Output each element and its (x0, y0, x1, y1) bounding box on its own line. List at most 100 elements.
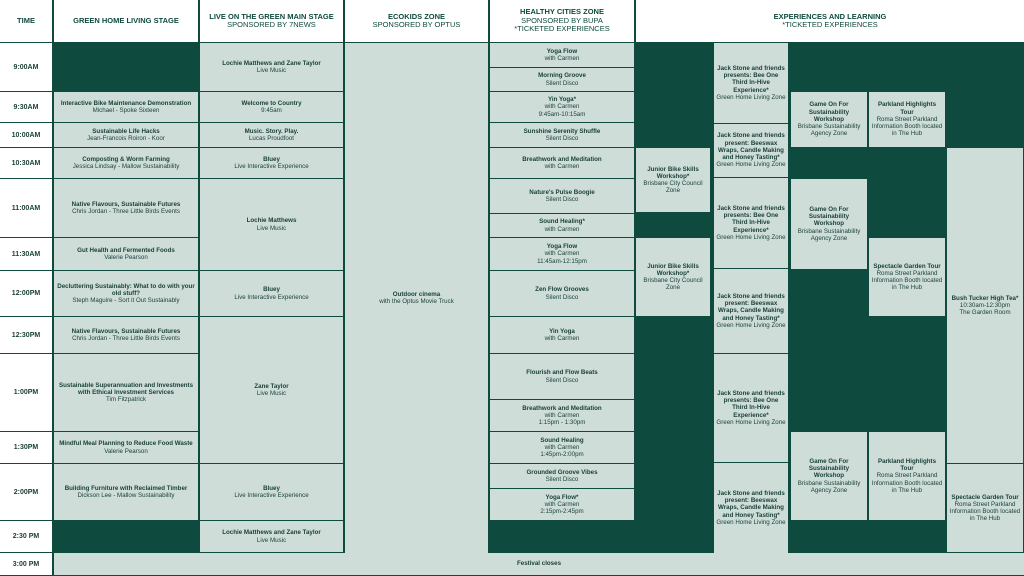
time-slot-label: 12:00PM (0, 271, 52, 316)
event-detail: Michael - Spoke Sixteen (92, 107, 160, 114)
event-title: Spectacle Garden Tour (873, 262, 941, 270)
event-detail: Roma Street Parkland Information Booth l… (871, 115, 943, 138)
event-title: Bluey (263, 484, 280, 492)
event-title: Welcome to Country (241, 99, 302, 107)
event-title: Junior Bike Skills Workshop* (647, 262, 699, 277)
event-detail: Silent Disco (545, 476, 579, 483)
event-detail: Brisbane Sustainability Agency Zone (797, 123, 861, 138)
event-title: Grounded Groove Vibes (526, 468, 598, 476)
event-title: Jack Stone and friends present: Beeswax … (717, 489, 785, 519)
event-detail: with Carmen 1:45pm-2:00pm (540, 443, 584, 459)
event-detail: with Carmen 1:15pm - 1:30pm (538, 411, 586, 427)
column-header: EXPERIENCES AND LEARNING*TICKETED EXPERI… (636, 0, 1024, 42)
event-detail: Silent Disco (545, 79, 579, 87)
event-title: Music. Story. Play. (244, 127, 299, 135)
event-detail: Jessica Lindsay - Mallow Sustainability (72, 163, 180, 170)
event-detail: Jean-Francois Roiron - Koor (87, 135, 165, 142)
event-detail: Brisbane Sustainability Agency Zone (797, 479, 861, 494)
time-slot-label: 10:30AM (0, 148, 52, 178)
column-header-subtitle: SPONSORED BY BUPA *TICKETED EXPERIENCES (514, 15, 610, 34)
event-detail: 10:30am-12:30pm The Garden Room (959, 301, 1011, 317)
column-header-subtitle: SPONSORED BY OPTUS (372, 20, 461, 29)
event-title: Jack Stone and friends presents: Bee One… (717, 204, 785, 234)
event-title: Parkland Highlights Tour (877, 457, 937, 473)
event-detail: Chris Jordan - Three Little Birds Events (72, 208, 180, 215)
event-title: Mindful Meal Planning to Reduce Food Was… (59, 440, 193, 448)
event-title: Lochie Matthews and Zane Taylor (222, 59, 321, 67)
event-title: Zane Taylor (254, 382, 289, 390)
event-title: Sound Healing* (539, 218, 585, 226)
event-title: Breathwork and Meditation (522, 404, 602, 412)
event-detail: Valerie Pearson (104, 447, 148, 455)
event-detail: Green Home Living Zone (716, 418, 786, 426)
time-slot-label: 11:30AM (0, 238, 52, 270)
event-block: Yin Yoga*with Carmen 9:45am-10:15am (490, 92, 634, 122)
event-block: Building Furniture with Reclaimed Timber… (54, 464, 198, 520)
event-detail: Brisbane City Council Zone (643, 277, 703, 292)
event-detail: Dickson Lee - Mallow Sustainability (77, 492, 175, 499)
event-title: Native Flavours, Sustainable Futures (71, 200, 181, 208)
event-detail: Brisbane City Council Zone (643, 180, 703, 195)
event-block: Jack Stone and friends presents: Bee One… (714, 43, 788, 123)
event-block: Jack Stone and friends present: Beeswax … (714, 269, 788, 353)
event-block: Jack Stone and friends presents: Bee One… (714, 178, 788, 268)
time-slot-label: 9:30AM (0, 92, 52, 122)
event-detail: Brisbane Sustainability Agency Zone (797, 227, 861, 242)
time-slot-label: 9:00AM (0, 43, 52, 91)
event-block: Jack Stone and friends present: Beeswax … (714, 463, 788, 553)
event-title: Nature's Pulse Boogie (529, 188, 595, 196)
column-header-subtitle: SPONSORED BY 7NEWS (227, 20, 316, 29)
event-detail: Live Interactive Experience (234, 163, 309, 170)
event-block: Yoga Flow*with Carmen 2:15pm-2:45pm (490, 489, 634, 520)
event-detail: Live Music (256, 67, 287, 74)
event-title: Decluttering Sustainably: What to do wit… (57, 282, 195, 297)
event-detail: Steph Maguire - Sort it Out Sustainably (72, 297, 180, 305)
event-title: Game On For Sustainability Workshop (808, 101, 850, 123)
event-detail: Lucas Proudfoot (248, 135, 295, 142)
event-title: Bluey (263, 155, 280, 163)
event-block: Bush Tucker High Tea*10:30am-12:30pm The… (947, 148, 1023, 463)
event-title: Morning Groove (538, 72, 586, 80)
event-detail: with Carmen 9:45am-10:15am (538, 103, 586, 118)
event-detail: with Carmen 2:15pm-2:45pm (540, 500, 584, 516)
time-header: TIME (0, 0, 52, 42)
event-title: Spectacle Garden Tour (951, 493, 1019, 501)
event-detail: Silent Disco (545, 376, 579, 384)
event-block: Festival closes (54, 553, 1024, 575)
event-block: Interactive Bike Maintenance Demonstrati… (54, 92, 198, 122)
event-detail: Live Music (256, 536, 287, 544)
event-title: Composting & Worm Farming (82, 155, 170, 163)
event-title: Sunshine Serenity Shuffle (523, 127, 601, 135)
time-slot-label: 3:00 PM (0, 553, 52, 575)
time-slot-label: 2:00PM (0, 464, 52, 520)
event-title: Sound Healing (540, 436, 584, 444)
event-detail: Green Home Living Zone (716, 518, 786, 526)
event-block: Music. Story. Play.Lucas Proudfoot (200, 123, 343, 147)
event-title: Zen Flow Grooves (535, 286, 589, 294)
event-title: Yin Yoga (549, 327, 575, 335)
event-block: Mindful Meal Planning to Reduce Food Was… (54, 432, 198, 463)
time-slot-label: 1:30PM (0, 432, 52, 463)
